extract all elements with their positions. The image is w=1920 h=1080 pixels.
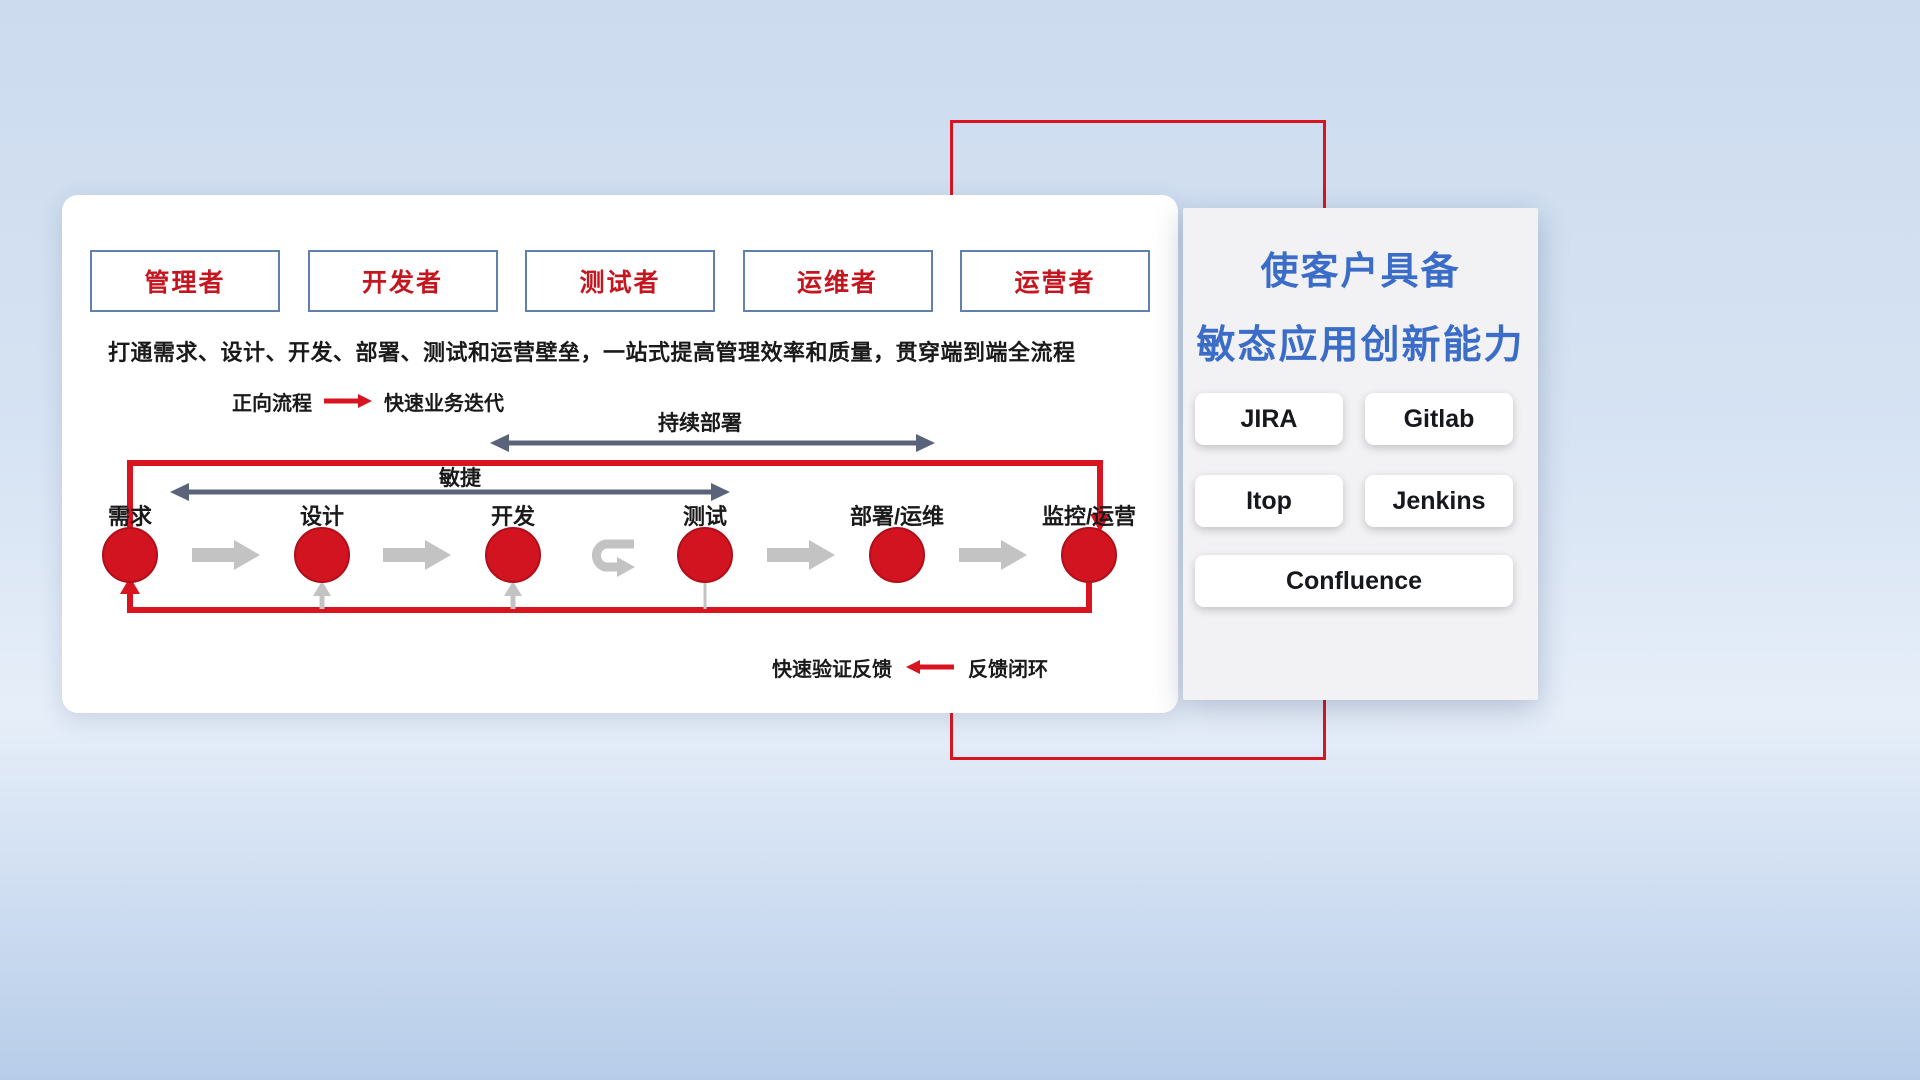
stage-label-deploy-ops: 部署/运维 (849, 504, 945, 529)
capability-panel: 使客户具备 敏态应用创新能力 JIRA Gitlab Itop Jenkins … (1183, 208, 1538, 700)
tool-box-gitlab: Gitlab (1365, 393, 1513, 445)
tool-box-confluence: Confluence (1195, 555, 1513, 607)
roles-row: 管理者 开发者 测试者 运维者 运营者 (90, 250, 1150, 312)
legend-forward: 正向流程 快速业务迭代 (232, 387, 504, 415)
role-label: 开发者 (361, 269, 443, 297)
stage-label-monitor-ops: 监控/运营 (1041, 504, 1137, 529)
stage-circle (677, 527, 733, 583)
stage-label-requirements: 需求 (107, 504, 152, 529)
dev-feedback-arrow (504, 581, 522, 609)
stage-circle (869, 527, 925, 583)
design-feedback-arrow (313, 581, 331, 609)
forward-arrow-icon (324, 394, 372, 408)
block-arrow-icon (767, 540, 835, 570)
legend-forward-value: 快速业务迭代 (384, 392, 504, 415)
legend-feedback-value: 反馈闭环 (968, 658, 1048, 681)
role-label: 测试者 (579, 269, 661, 297)
feedback-loop-path (120, 577, 1092, 613)
role-label: 运营者 (1014, 269, 1096, 297)
stage-circle (294, 527, 350, 583)
panel-title-line2: 敏态应用创新能力 (1196, 324, 1525, 367)
stage-circles (102, 527, 1117, 583)
flow-diagram: 持续部署 敏捷 需求 设计 开发 测试 部署/运维 监控/运营 (62, 195, 1178, 713)
continuous-deploy-arrow (490, 434, 935, 452)
stage-label-testing: 测试 (682, 504, 727, 529)
agile-arrow (170, 483, 730, 501)
legend-feedback-label: 快速验证反馈 (772, 658, 892, 681)
flow-graphics (102, 434, 1117, 613)
feedback-arrow-icon (906, 660, 954, 674)
uturn-arrow-icon (592, 539, 635, 577)
agile-label: 敏捷 (439, 467, 481, 490)
tool-box-itop: Itop (1195, 475, 1343, 527)
stage-circle (485, 527, 541, 583)
stage-circle (102, 527, 158, 583)
role-label: 运维者 (796, 269, 878, 297)
block-arrow-icon (192, 540, 260, 570)
workflow-subtitle: 打通需求、设计、开发、部署、测试和运营壁垒，一站式提高管理效率和质量，贯穿端到端… (108, 340, 1076, 365)
block-arrow-icon (959, 540, 1027, 570)
role-box-operator: 运营者 (960, 250, 1150, 312)
stage-label-design: 设计 (299, 504, 344, 529)
stage-label-development: 开发 (490, 504, 535, 529)
block-arrow-icon (383, 540, 451, 570)
role-box-manager: 管理者 (90, 250, 280, 312)
role-box-ops: 运维者 (742, 250, 933, 312)
stage-circle (1061, 527, 1117, 583)
continuous-deploy-label: 持续部署 (658, 412, 742, 435)
tool-box-jira: JIRA (1195, 393, 1343, 445)
legend-forward-label: 正向流程 (232, 392, 312, 415)
workflow-card: 管理者 开发者 测试者 运维者 运营者 打通需求、设计、开发、部署、测试和运营壁… (62, 195, 1178, 713)
panel-title-line1: 使客户具备 (1260, 251, 1461, 293)
role-label: 管理者 (144, 269, 226, 297)
stage-block-arrows (192, 540, 1027, 570)
role-box-developer: 开发者 (307, 250, 498, 312)
forward-loop-path (127, 460, 1110, 532)
role-box-tester: 测试者 (525, 250, 715, 312)
legend-feedback: 快速验证反馈 反馈闭环 (772, 653, 1048, 681)
tool-box-jenkins: Jenkins (1365, 475, 1513, 527)
